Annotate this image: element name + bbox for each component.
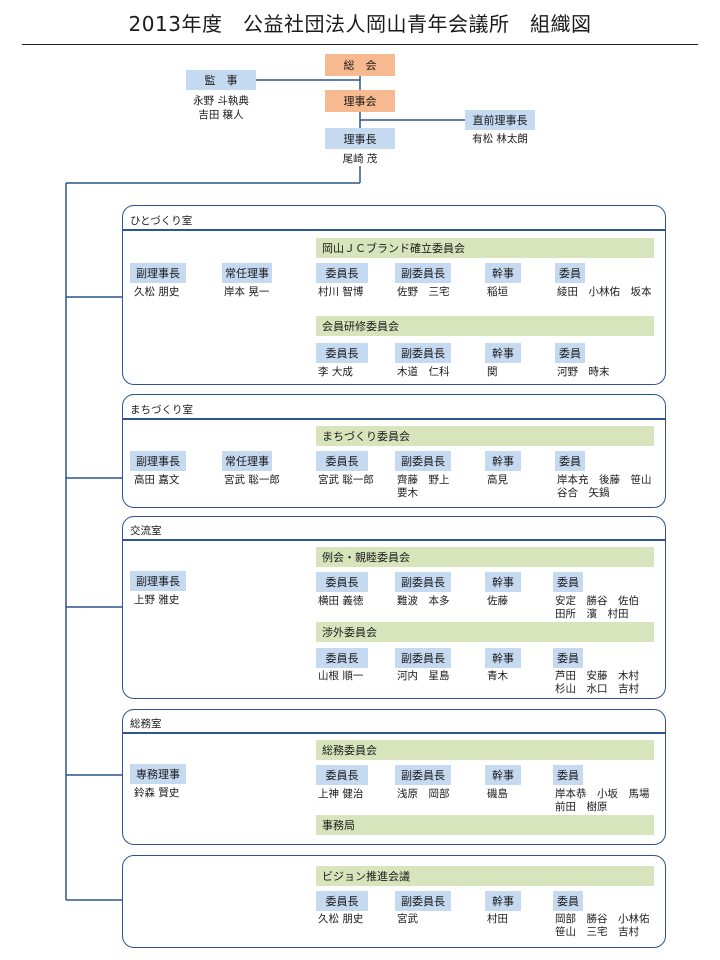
page-title: 2013年度 公益社団法人岡山青年会議所 組織図 (128, 12, 592, 36)
md-name: 宮武 聡一郎 (224, 474, 280, 486)
general-assembly-box: 総 会 (325, 54, 395, 76)
md-name: 岸本 晃一 (224, 286, 270, 298)
chair-name: 村川 智博 (318, 286, 364, 298)
member-label: 委員 (555, 343, 585, 363)
president-name: 尾崎 茂 (342, 153, 378, 165)
vice-chair-names: 齊藤 野上 (397, 474, 450, 486)
secretary-label: 幹事 (485, 343, 521, 363)
secretary-name: 磯島 (487, 788, 508, 800)
chair-name: 宮武 聡一郎 (318, 474, 374, 486)
vice-chair-label: 副委員長 (395, 572, 451, 592)
president-label: 理事長 (325, 128, 395, 149)
member-names: 笹山 三宅 吉村 (555, 926, 639, 938)
secretary-label: 幹事 (485, 451, 521, 471)
member-label: 委員 (555, 263, 585, 283)
chair-label: 委員長 (316, 648, 368, 668)
member-names: 岸本恭 小坂 馬場 (555, 788, 650, 800)
secretary-label: 幹事 (485, 891, 521, 911)
office-box: 事務局 (316, 815, 654, 835)
past-president-name: 有松 林太朗 (472, 133, 528, 145)
secretary-name: 村田 (487, 913, 508, 925)
chair-name: 李 大成 (318, 366, 353, 378)
title-underline (22, 44, 698, 45)
vp-label: 副理事長 (130, 451, 186, 471)
secretary-name: 青木 (487, 670, 508, 682)
md-label: 常任理事 (222, 263, 272, 283)
vice-chair-label: 副委員長 (395, 451, 451, 471)
vice-chair-names: 難波 本多 (397, 595, 450, 607)
auditor-name-2: 吉田 穣人 (198, 109, 244, 121)
member-names: 綾田 小林佑 坂本 (557, 286, 652, 298)
member-label: 委員 (553, 891, 583, 911)
vice-chair-names: 要木 (397, 487, 418, 499)
section-koryu-title: 交流室 (130, 525, 162, 537)
vp-name: 久松 朋史 (134, 286, 180, 298)
secretary-name: 稲垣 (487, 286, 508, 298)
member-names: 谷合 矢鍋 (557, 487, 610, 499)
member-names: 岡部 勝谷 小林佑 (555, 913, 650, 925)
vp-name: 上野 雅史 (134, 594, 180, 606)
vp-label: 副理事長 (130, 571, 186, 591)
committee-title: 岡山ＪＣブランド確立委員会 (316, 238, 654, 258)
vp-name: 高田 嘉文 (134, 474, 180, 486)
secretary-label: 幹事 (485, 263, 521, 283)
vice-chair-label: 副委員長 (395, 765, 451, 785)
section-somu-title: 総務室 (130, 718, 162, 730)
chair-label: 委員長 (316, 263, 368, 283)
member-names: 杉山 水口 吉村 (555, 683, 639, 695)
member-names: 岸本充 後藤 笹山 (557, 474, 652, 486)
vice-chair-label: 副委員長 (395, 263, 451, 283)
committee-title: 例会・親睦委員会 (316, 547, 654, 567)
member-label: 委員 (553, 648, 583, 668)
member-label: 委員 (553, 765, 583, 785)
member-names: 田所 濱 村田 (555, 608, 629, 620)
committee-title: 会員研修委員会 (316, 316, 654, 336)
member-names: 前田 樹原 (555, 801, 608, 813)
auditor-name-1: 永野 斗執典 (193, 95, 249, 107)
committee-title: まちづくり委員会 (316, 426, 654, 446)
chair-label: 委員長 (316, 765, 368, 785)
member-label: 委員 (555, 451, 585, 471)
vice-chair-names: 木道 仁科 (397, 366, 450, 378)
chair-name: 山根 順一 (318, 670, 364, 682)
secretary-label: 幹事 (485, 648, 521, 668)
chair-label: 委員長 (316, 572, 368, 592)
vp-label: 副理事長 (130, 263, 186, 283)
member-names: 安定 勝谷 佐伯 (555, 595, 639, 607)
past-president-label: 直前理事長 (465, 110, 535, 130)
chair-label: 委員長 (316, 451, 368, 471)
committee-title: ビジョン推進会議 (316, 866, 654, 886)
vice-chair-label: 副委員長 (395, 343, 451, 363)
member-names: 河野 時末 (557, 366, 610, 378)
vice-chair-label: 副委員長 (395, 891, 451, 911)
committee-title: 総務委員会 (316, 740, 654, 760)
secretary-name: 関 (487, 366, 498, 378)
secretary-name: 佐藤 (487, 595, 508, 607)
chair-name: 上神 健治 (318, 788, 364, 800)
auditor-label: 監 事 (186, 70, 256, 90)
vice-chair-names: 河内 星島 (397, 670, 450, 682)
chair-name: 横田 義徳 (318, 595, 364, 607)
vice-chair-label: 副委員長 (395, 648, 451, 668)
secretary-label: 幹事 (485, 572, 521, 592)
vp-label: 専務理事 (130, 764, 186, 784)
chair-name: 久松 朋史 (318, 913, 364, 925)
vp-name: 鈴森 賢史 (134, 787, 180, 799)
md-label: 常任理事 (222, 451, 272, 471)
chair-label: 委員長 (316, 891, 368, 911)
section-hitozukuri-title: ひとづくり室 (130, 215, 193, 227)
vice-chair-names: 宮武 (397, 913, 418, 925)
secretary-name: 高見 (487, 474, 508, 486)
board-box: 理事会 (325, 90, 395, 112)
section-koryu (122, 516, 666, 699)
secretary-label: 幹事 (485, 765, 521, 785)
section-machizukuri-title: まちづくり室 (130, 404, 193, 416)
committee-title: 渉外委員会 (316, 622, 654, 642)
vice-chair-names: 浅原 岡部 (397, 788, 450, 800)
chair-label: 委員長 (316, 343, 368, 363)
member-names: 芦田 安藤 木村 (555, 670, 639, 682)
member-label: 委員 (553, 572, 583, 592)
vice-chair-names: 佐野 三宅 (397, 286, 450, 298)
